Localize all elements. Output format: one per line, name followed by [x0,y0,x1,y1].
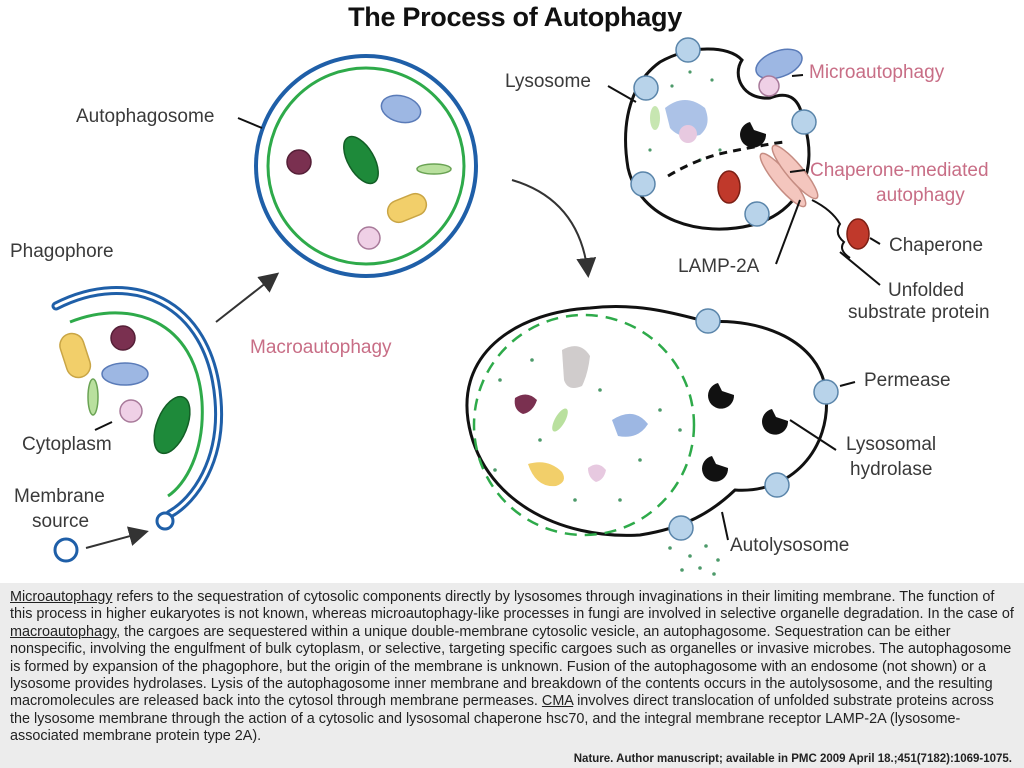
cytoplasm-cargo [59,325,191,455]
label-macroautophagy: Macroautophagy [250,337,392,358]
label-cma-line2: autophagy [876,185,965,206]
arrow-to-autolysosome [511,179,597,278]
label-hydrolase-line2: hydrolase [850,459,932,480]
lysosome-digest [648,70,722,162]
arrow-phagophore-to-autophagosome [215,272,280,323]
label-unfolded-line1: Unfolded [888,280,964,301]
caption-term-macroautophagy: macroautophagy [10,623,117,640]
autophagy-diagram: Autophagosome Phagophore Cytoplasm Membr… [10,37,990,576]
label-lysosome: Lysosome [505,71,591,92]
released-macromolecules [668,544,720,576]
page-title: The Process of Autophagy [348,2,682,32]
label-membrane-source-line1: Membrane [14,486,105,507]
autolysosome-beads [668,308,839,541]
citation: Nature. Author manuscript; available in … [573,753,1012,765]
autolysosome-fragments [493,346,682,502]
leader-lines [94,74,881,541]
label-phagophore: Phagophore [10,241,114,262]
lysosome-beads [630,37,817,227]
label-hydrolase-line1: Lysosomal [846,434,936,455]
label-membrane-source-line2: source [32,511,89,532]
label-cytoplasm: Cytoplasm [22,434,112,455]
caption-panel: Microautophagy refers to the sequestrati… [0,583,1024,768]
caption-part: refers to the sequestration of cytosolic… [10,589,1014,623]
label-cma-line1: Chaperone-mediated [810,160,989,181]
autophagosome [254,54,478,278]
caption-text: Microautophagy refers to the sequestrati… [10,589,1014,746]
caption-part: involves direct translocation of unfolde… [10,693,994,745]
label-permease: Permease [864,370,951,391]
label-lamp2a: LAMP-2A [678,256,760,277]
caption-term-microautophagy: Microautophagy [10,589,113,605]
label-microautophagy: Microautophagy [809,62,945,83]
caption-term-cma: CMA [541,693,574,710]
membrane-source-vesicle [53,537,79,563]
autolysosome [465,304,839,576]
label-autophagosome: Autophagosome [76,106,214,127]
arrow-membrane-source [85,526,149,549]
phagophore [51,286,224,531]
label-chaperone: Chaperone [889,235,983,256]
label-autolysosome: Autolysosome [730,535,849,556]
caption-part: , the cargoes are sequestered within a u… [10,623,1012,710]
label-unfolded-line2: substrate protein [848,302,990,323]
lysosome [624,37,870,259]
